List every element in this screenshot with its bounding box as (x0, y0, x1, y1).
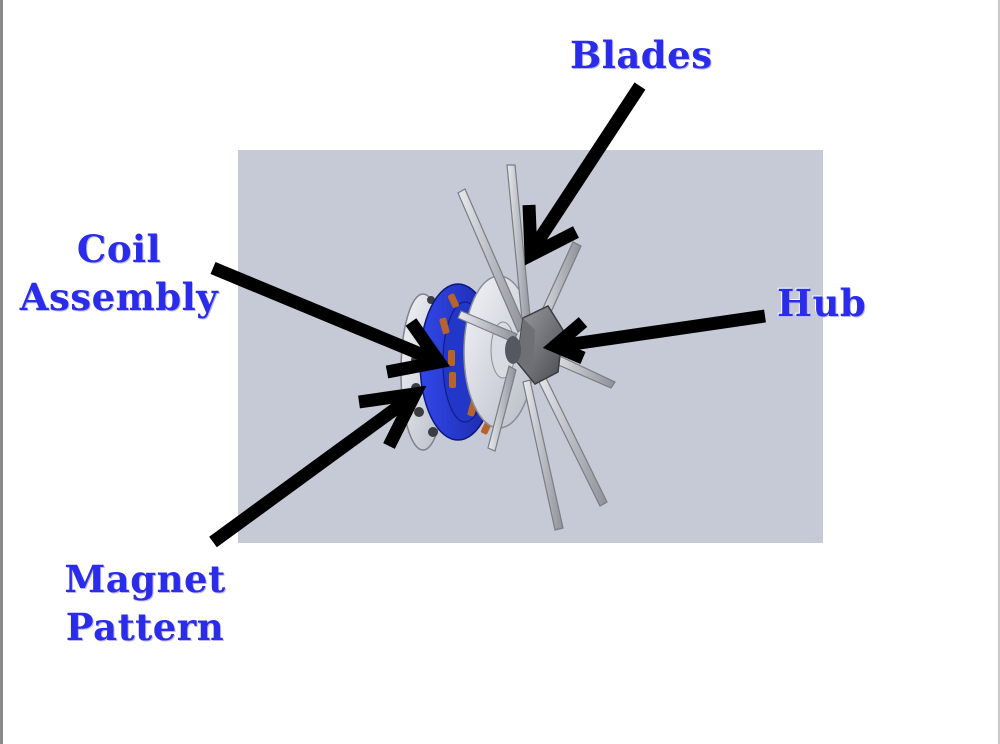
hub (505, 305, 564, 385)
coil-assembly-arrow (210, 261, 451, 379)
label-coil-assembly: Coil Assembly (17, 224, 221, 322)
blades-arrow (522, 82, 646, 266)
label-coil-assembly-line2: Assembly (19, 275, 219, 319)
label-magnet-pattern-line2: Pattern (65, 605, 225, 649)
label-coil-assembly-line1: Coil (76, 227, 162, 271)
label-blades: Blades (570, 33, 713, 77)
turbine-diagram (209, 82, 823, 548)
label-magnet-pattern-line1: Magnet (64, 557, 226, 601)
hub-arrow (542, 309, 766, 364)
arrows (209, 82, 766, 548)
magnet-pattern-arrow (209, 385, 427, 548)
blades (457, 164, 616, 531)
label-magnet-pattern: Magnet Pattern (61, 554, 229, 652)
label-hub: Hub (777, 281, 867, 325)
